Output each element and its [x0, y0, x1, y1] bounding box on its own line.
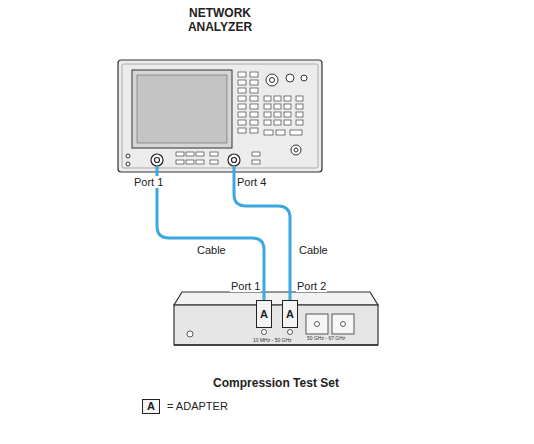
analyzer-keys — [238, 120, 246, 125]
analyzer-keys — [250, 112, 258, 117]
test-set-body — [174, 292, 378, 305]
analyzer-keys — [238, 104, 246, 109]
analyzer-keys — [264, 104, 271, 109]
test-set-body — [187, 331, 193, 337]
network-analyzer: NETWORK ANALYZER — [118, 6, 322, 166]
test-set-body — [174, 292, 378, 345]
analyzer-ports — [151, 154, 163, 166]
analyzer-keys — [296, 120, 303, 125]
port-label: Port 1 — [230, 280, 261, 292]
analyzer-keys — [250, 88, 258, 93]
analyzer-keys — [264, 120, 271, 125]
analyzer-keys — [238, 88, 246, 93]
analyzer-keys — [210, 160, 218, 164]
analyzer-ports — [228, 154, 240, 166]
adapter-box: A — [256, 300, 272, 328]
analyzer-keys — [276, 130, 285, 135]
analyzer-screen — [132, 70, 232, 148]
analyzer-keys — [250, 120, 258, 125]
analyzer-keys — [186, 152, 194, 156]
legend-text: = ADAPTER — [166, 400, 229, 412]
analyzer-knobs — [266, 74, 278, 86]
analyzer-keys — [196, 152, 204, 156]
analyzer-keys — [264, 96, 271, 101]
analyzer-keys — [284, 120, 291, 125]
analyzer-knobs — [126, 154, 130, 158]
analyzer-keys — [250, 104, 258, 109]
adapter-letter: A — [260, 308, 268, 320]
analyzer-keys — [264, 130, 273, 135]
test-set-connectors — [288, 330, 293, 335]
analyzer-keys — [274, 104, 281, 109]
analyzer-keys — [250, 96, 258, 101]
analyzer-knobs — [126, 74, 307, 166]
analyzer-keys — [284, 112, 291, 117]
analyzer-keys — [252, 152, 260, 156]
test-set-body — [174, 344, 378, 346]
analyzer-keys — [296, 96, 303, 101]
analyzer-keys — [284, 96, 291, 101]
analyzer-keys — [252, 160, 260, 164]
analyzer-keys — [238, 96, 246, 101]
device-title: NETWORK ANALYZER — [170, 6, 270, 34]
analyzer-knobs — [301, 75, 307, 81]
analyzer-keys — [274, 96, 281, 101]
test-set-connectors — [262, 314, 355, 335]
analyzer-knobs — [294, 148, 298, 152]
test-set-connectors — [332, 314, 354, 334]
analyzer-keys — [210, 152, 218, 156]
analyzer-keys — [176, 72, 303, 164]
analyzer-keys — [250, 72, 258, 77]
analyzer-body — [118, 60, 322, 172]
frequency-label: 10 MHz - 50 GHz — [252, 337, 293, 343]
analyzer-keys — [284, 104, 291, 109]
analyzer-keys — [238, 112, 246, 117]
analyzer-keys — [196, 160, 204, 164]
analyzer-ports — [151, 154, 240, 166]
adapter-letter: A — [286, 308, 294, 320]
analyzer-body — [118, 60, 322, 172]
adapter-box: A — [282, 300, 298, 328]
analyzer-knobs — [270, 78, 275, 83]
legend-sample: A — [142, 399, 160, 414]
analyzer-knobs — [126, 162, 130, 166]
analyzer-keys — [238, 80, 246, 85]
port-label: Port 4 — [236, 176, 267, 188]
analyzer-keys — [290, 130, 302, 135]
analyzer-keys — [238, 128, 246, 133]
analyzer-keys — [250, 128, 258, 133]
analyzer-screen — [137, 75, 227, 143]
test-set-connectors — [341, 322, 346, 327]
analyzer-ports — [232, 158, 237, 163]
analyzer-ports — [155, 158, 160, 163]
analyzer-keys — [176, 152, 184, 156]
frequency-label: 50 GHz - 67 GHz — [306, 335, 346, 341]
analyzer-keys — [274, 112, 281, 117]
analyzer-keys — [296, 112, 303, 117]
analyzer-knobs — [286, 74, 294, 82]
analyzer-keys — [250, 80, 258, 85]
analyzer-body — [122, 64, 318, 168]
analyzer-keys — [264, 112, 271, 117]
analyzer-screen — [132, 70, 232, 148]
analyzer-knobs — [291, 145, 301, 155]
port-label: Port 1 — [133, 176, 164, 188]
test-set-connectors — [315, 322, 320, 327]
analyzer-keys — [274, 120, 281, 125]
test-set-connectors — [306, 314, 328, 334]
port-label: Port 2 — [296, 280, 327, 292]
cable-label: Cable — [298, 244, 329, 256]
analyzer-keys — [238, 72, 246, 77]
device-title: Compression Test Set — [170, 376, 382, 390]
analyzer-keys — [186, 160, 194, 164]
analyzer-keys — [176, 160, 184, 164]
test-set-body — [174, 305, 378, 345]
test-set-connectors — [262, 330, 267, 335]
cable-label: Cable — [196, 244, 227, 256]
analyzer-keys — [296, 104, 303, 109]
